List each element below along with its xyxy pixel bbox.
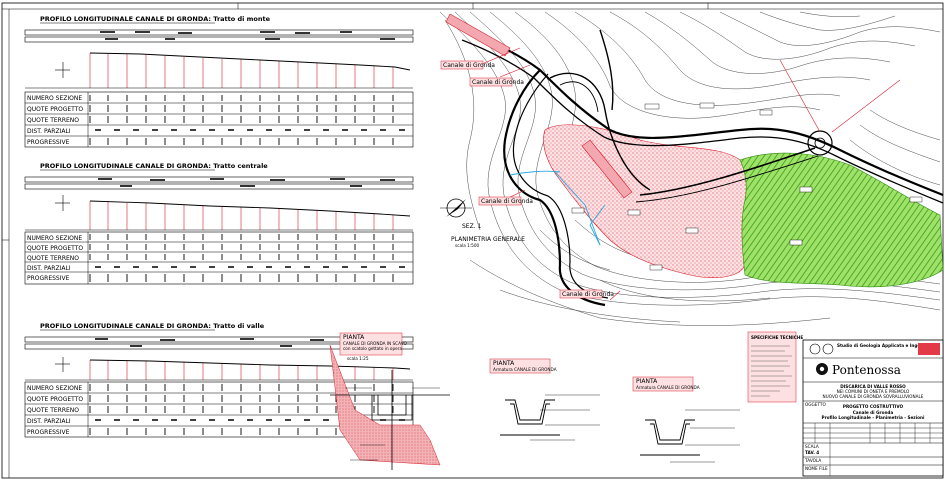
detail-scale: scala 1:25 [347, 356, 369, 361]
row-label: PROGRESSIVE [27, 275, 70, 282]
north-arrow-icon [440, 198, 472, 218]
row-label: SCALA [805, 444, 819, 449]
detail-line: CANALE DI GRONDA IN SCAVO [343, 341, 407, 346]
subject-line: Canale di Gronda [853, 410, 894, 415]
technical-specs: SPECIFICHE TECNICHE [747, 331, 803, 403]
row-label: PROGRESSIVE [27, 139, 70, 146]
row-label: TAVOLA [804, 458, 821, 463]
studio-name: Studio di Geologia Applicata e Ingegneri… [837, 343, 936, 348]
row-label: NUMERO SEZIONE [27, 385, 82, 392]
canal-label: Canale di Gronda [443, 62, 495, 69]
row-label: NOME FILE [805, 466, 828, 471]
row-label: DIST. PARZIALI [27, 418, 71, 425]
row-label: PROGRESSIVE [27, 429, 70, 436]
sheet-number: TAV. 4 [805, 450, 819, 455]
detail-title: PIANTA [343, 334, 365, 341]
phase: PROGETTO COSTRUTTIVO [843, 404, 904, 409]
profile-title: PROFILO LONGITUDINALE CANALE DI GRONDA: … [40, 15, 271, 23]
row-label: OGGETTO [805, 402, 826, 407]
row-label: NUMERO SEZIONE [27, 95, 82, 102]
profile-title: PROFILO LONGITUDINALE CANALE DI GRONDA: … [40, 322, 265, 330]
canal-label: Canale di Gronda [562, 291, 614, 298]
detail-armatura-1: PIANTA Armatura CANALE DI GRONDA [489, 358, 600, 441]
detail-line: Armatura CANALE DI GRONDA [636, 385, 700, 390]
plan-title: PLANIMETRIA GENERALE [451, 236, 525, 243]
detail-scavo: PIANTA CANALE DI GRONDA IN SCAVO con sca… [329, 332, 450, 470]
canal-label: Canale di Gronda [472, 79, 524, 86]
title-block: Studio di Geologia Applicata e Ingegneri… [802, 339, 944, 477]
subject-line: Profilo Longitudinale - Planimetria - Se… [822, 415, 926, 420]
profile-monte: PROFILO LONGITUDINALE CANALE DI GRONDA: … [24, 15, 414, 148]
detail-title: PIANTA [636, 378, 658, 385]
section-label: SEZ. 1 [462, 223, 482, 230]
profile-title: PROFILO LONGITUDINALE CANALE DI GRONDA: … [40, 162, 268, 170]
row-label: QUOTE TERRENO [27, 407, 79, 414]
row-label: DIST. PARZIALI [27, 265, 71, 272]
client-logo [918, 343, 940, 355]
project-line: NUOVO CANALE DI GRONDA SOVRALLUVIONALE [823, 394, 924, 399]
row-label: QUOTE TERRENO [27, 255, 79, 262]
detail-title: PIANTA [493, 360, 515, 367]
project-line: NEI COMUNI DI ONETA E PREMOLO [837, 389, 910, 394]
row-label: QUOTE TERRENO [27, 117, 79, 124]
specs-title: SPECIFICHE TECNICHE [751, 335, 803, 340]
detail-line: Armatura CANALE DI GRONDA [493, 367, 557, 372]
plan-view: Canale di Gronda Canale di Gronda Canale… [439, 11, 944, 326]
profile-centrale: PROFILO LONGITUDINALE CANALE DI GRONDA: … [24, 162, 414, 285]
row-label: QUOTE PROGETTO [27, 106, 83, 113]
company-name: Pontenossa [832, 363, 901, 377]
detail-line: con scatolo gettato in opera [343, 346, 402, 351]
canal-label: Canale di Gronda [481, 198, 533, 205]
project-line: DISCARICA DI VALLE ROSSO [840, 384, 906, 389]
row-label: QUOTE PROGETTO [27, 245, 83, 252]
green-area [739, 152, 944, 288]
plan-scale: scala 1:500 [455, 243, 480, 248]
row-label: DIST. PARZIALI [27, 128, 71, 135]
row-label: QUOTE PROGETTO [27, 396, 83, 403]
detail-armatura-2: PIANTA Armatura CANALE DI GRONDA [632, 376, 740, 463]
row-label: NUMERO SEZIONE [27, 235, 82, 242]
